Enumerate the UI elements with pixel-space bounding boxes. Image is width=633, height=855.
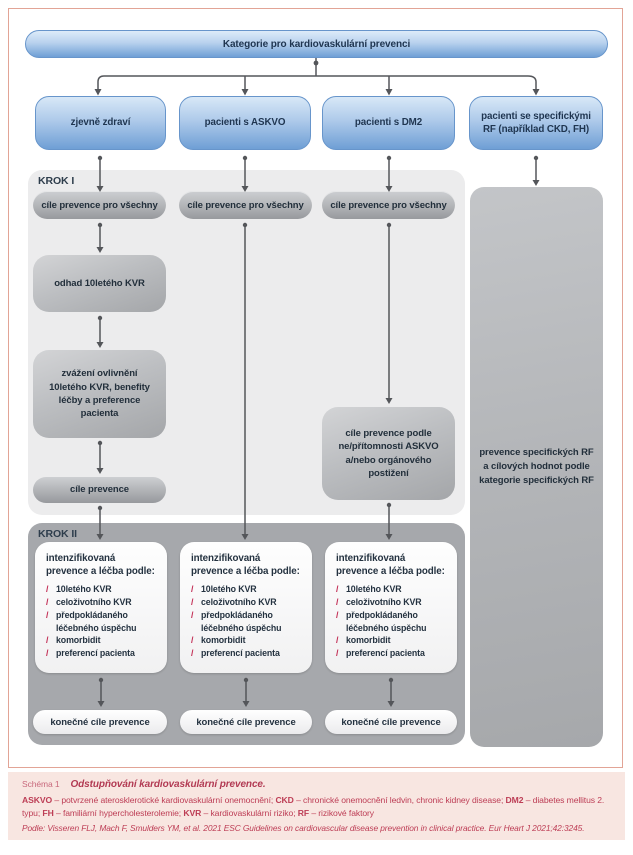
scheme-number: Schéma 1 (22, 779, 60, 789)
goal-all-label: cíle prevence pro všechny (187, 199, 304, 211)
list-item: /předpokládaného léčebného úspěchu (191, 609, 282, 633)
list-item: /komorbidit (46, 635, 101, 646)
category-label: pacienti se specifickými RF (například C… (481, 110, 591, 135)
slash-bullet-icon: / (191, 584, 194, 595)
final-goals-box-col1: konečné cíle prevence (33, 710, 167, 734)
prevention-goals-label: cíle prevence (70, 484, 129, 496)
prevention-goals-box: cíle prevence (33, 477, 166, 503)
category-label: zjevně zdraví (70, 117, 131, 129)
slash-bullet-icon: / (46, 609, 49, 620)
specific-rf-label: prevence specifických RF a cílových hodn… (479, 446, 594, 487)
list-item: /celoživotního KVR (46, 597, 132, 608)
slash-bullet-icon: / (46, 584, 49, 595)
intensified-prevention-box-col1: intenzifikovaná prevence a léčba podle: … (35, 542, 167, 673)
final-goals-label: konečné cíle prevence (50, 716, 150, 728)
consider-treatment-box: zvážení ovlivnění 10letého KVR, benefity… (33, 350, 166, 438)
scheme-title: Odstupňování kardiovaskulární prevence. (70, 779, 266, 790)
slash-bullet-icon: / (336, 584, 339, 595)
source-reference: Podle: Visseren FLJ, Mach F, Smulders YM… (22, 822, 585, 833)
goals-askvo-organ-box: cíle prevence podle ne/přítomnosti ASKVO… (322, 407, 455, 500)
slash-bullet-icon: / (336, 597, 339, 608)
estimate-label: odhad 10letého KVR (54, 277, 145, 289)
list-item: /10letého KVR (336, 584, 402, 595)
figure-caption: Schéma 1 Odstupňování kardiovaskulární p… (8, 772, 625, 840)
slash-bullet-icon: / (336, 635, 339, 646)
list-item: /předpokládaného léčebného úspěchu (336, 609, 427, 633)
category-label: pacienti s DM2 (354, 117, 423, 129)
goal-all-box-col2: cíle prevence pro všechny (179, 191, 312, 219)
list-item: /předpokládaného léčebného úspěchu (46, 609, 137, 633)
goal-all-label: cíle prevence pro všechny (41, 199, 158, 211)
list-item: /preferencí pacienta (46, 648, 135, 659)
slash-bullet-icon: / (191, 635, 194, 646)
consider-label: zvážení ovlivnění 10letého KVR, benefity… (49, 368, 150, 420)
slash-bullet-icon: / (46, 635, 49, 646)
abbreviations-text: ASKVO – potvrzené aterosklerotické kardi… (22, 795, 605, 818)
list-item: /preferencí pacienta (336, 648, 425, 659)
intensified-prevention-box-col3: intenzifikovaná prevence a léčba podle: … (325, 542, 457, 673)
final-goals-label: konečné cíle prevence (341, 716, 441, 728)
slash-bullet-icon: / (46, 648, 49, 659)
category-label: pacienti s ASKVO (204, 117, 286, 129)
final-goals-box-col3: konečné cíle prevence (325, 710, 457, 734)
list-item: /komorbidit (336, 635, 391, 646)
intensified-title: intenzifikovaná prevence a léčba podle: (336, 553, 445, 578)
goal-all-label: cíle prevence pro všechny (330, 199, 447, 211)
goals-askvo-label: cíle prevence podle ne/přítomnosti ASKVO… (338, 427, 439, 479)
intensified-title: intenzifikovaná prevence a léčba podle: (191, 553, 300, 578)
goal-all-box-col1: cíle prevence pro všechny (33, 191, 166, 219)
slash-bullet-icon: / (191, 597, 194, 608)
category-apparently-healthy: zjevně zdraví (35, 96, 166, 150)
specific-rf-prevention-box: prevence specifických RF a cílových hodn… (470, 187, 603, 747)
final-goals-box-col2: konečné cíle prevence (180, 710, 312, 734)
list-item: /celoživotního KVR (336, 597, 422, 608)
category-askvo-patients: pacienti s ASKVO (179, 96, 311, 150)
category-header-pill: Kategorie pro kardiovaskulární prevenci (25, 30, 608, 58)
slash-bullet-icon: / (191, 648, 194, 659)
list-item: /komorbidit (191, 635, 246, 646)
intensified-title: intenzifikovaná prevence a léčba podle: (46, 553, 155, 578)
intensified-prevention-box-col2: intenzifikovaná prevence a léčba podle: … (180, 542, 312, 673)
slash-bullet-icon: / (191, 609, 194, 620)
category-dm2-patients: pacienti s DM2 (322, 96, 455, 150)
krok1-label: KROK I (38, 175, 75, 187)
slash-bullet-icon: / (336, 609, 339, 620)
caption-heading: Schéma 1 Odstupňování kardiovaskulární p… (22, 779, 611, 790)
slash-bullet-icon: / (46, 597, 49, 608)
list-item: /celoživotního KVR (191, 597, 277, 608)
krok2-label: KROK II (38, 528, 77, 540)
category-specific-rf-patients: pacienti se specifickými RF (například C… (469, 96, 603, 150)
list-item: /10letého KVR (191, 584, 257, 595)
goal-all-box-col3: cíle prevence pro všechny (322, 191, 455, 219)
final-goals-label: konečné cíle prevence (196, 716, 296, 728)
estimate-10y-kvr-box: odhad 10letého KVR (33, 255, 166, 312)
list-item: /10letého KVR (46, 584, 112, 595)
category-header-label: Kategorie pro kardiovaskulární prevenci (222, 38, 411, 50)
slash-bullet-icon: / (336, 648, 339, 659)
list-item: /preferencí pacienta (191, 648, 280, 659)
